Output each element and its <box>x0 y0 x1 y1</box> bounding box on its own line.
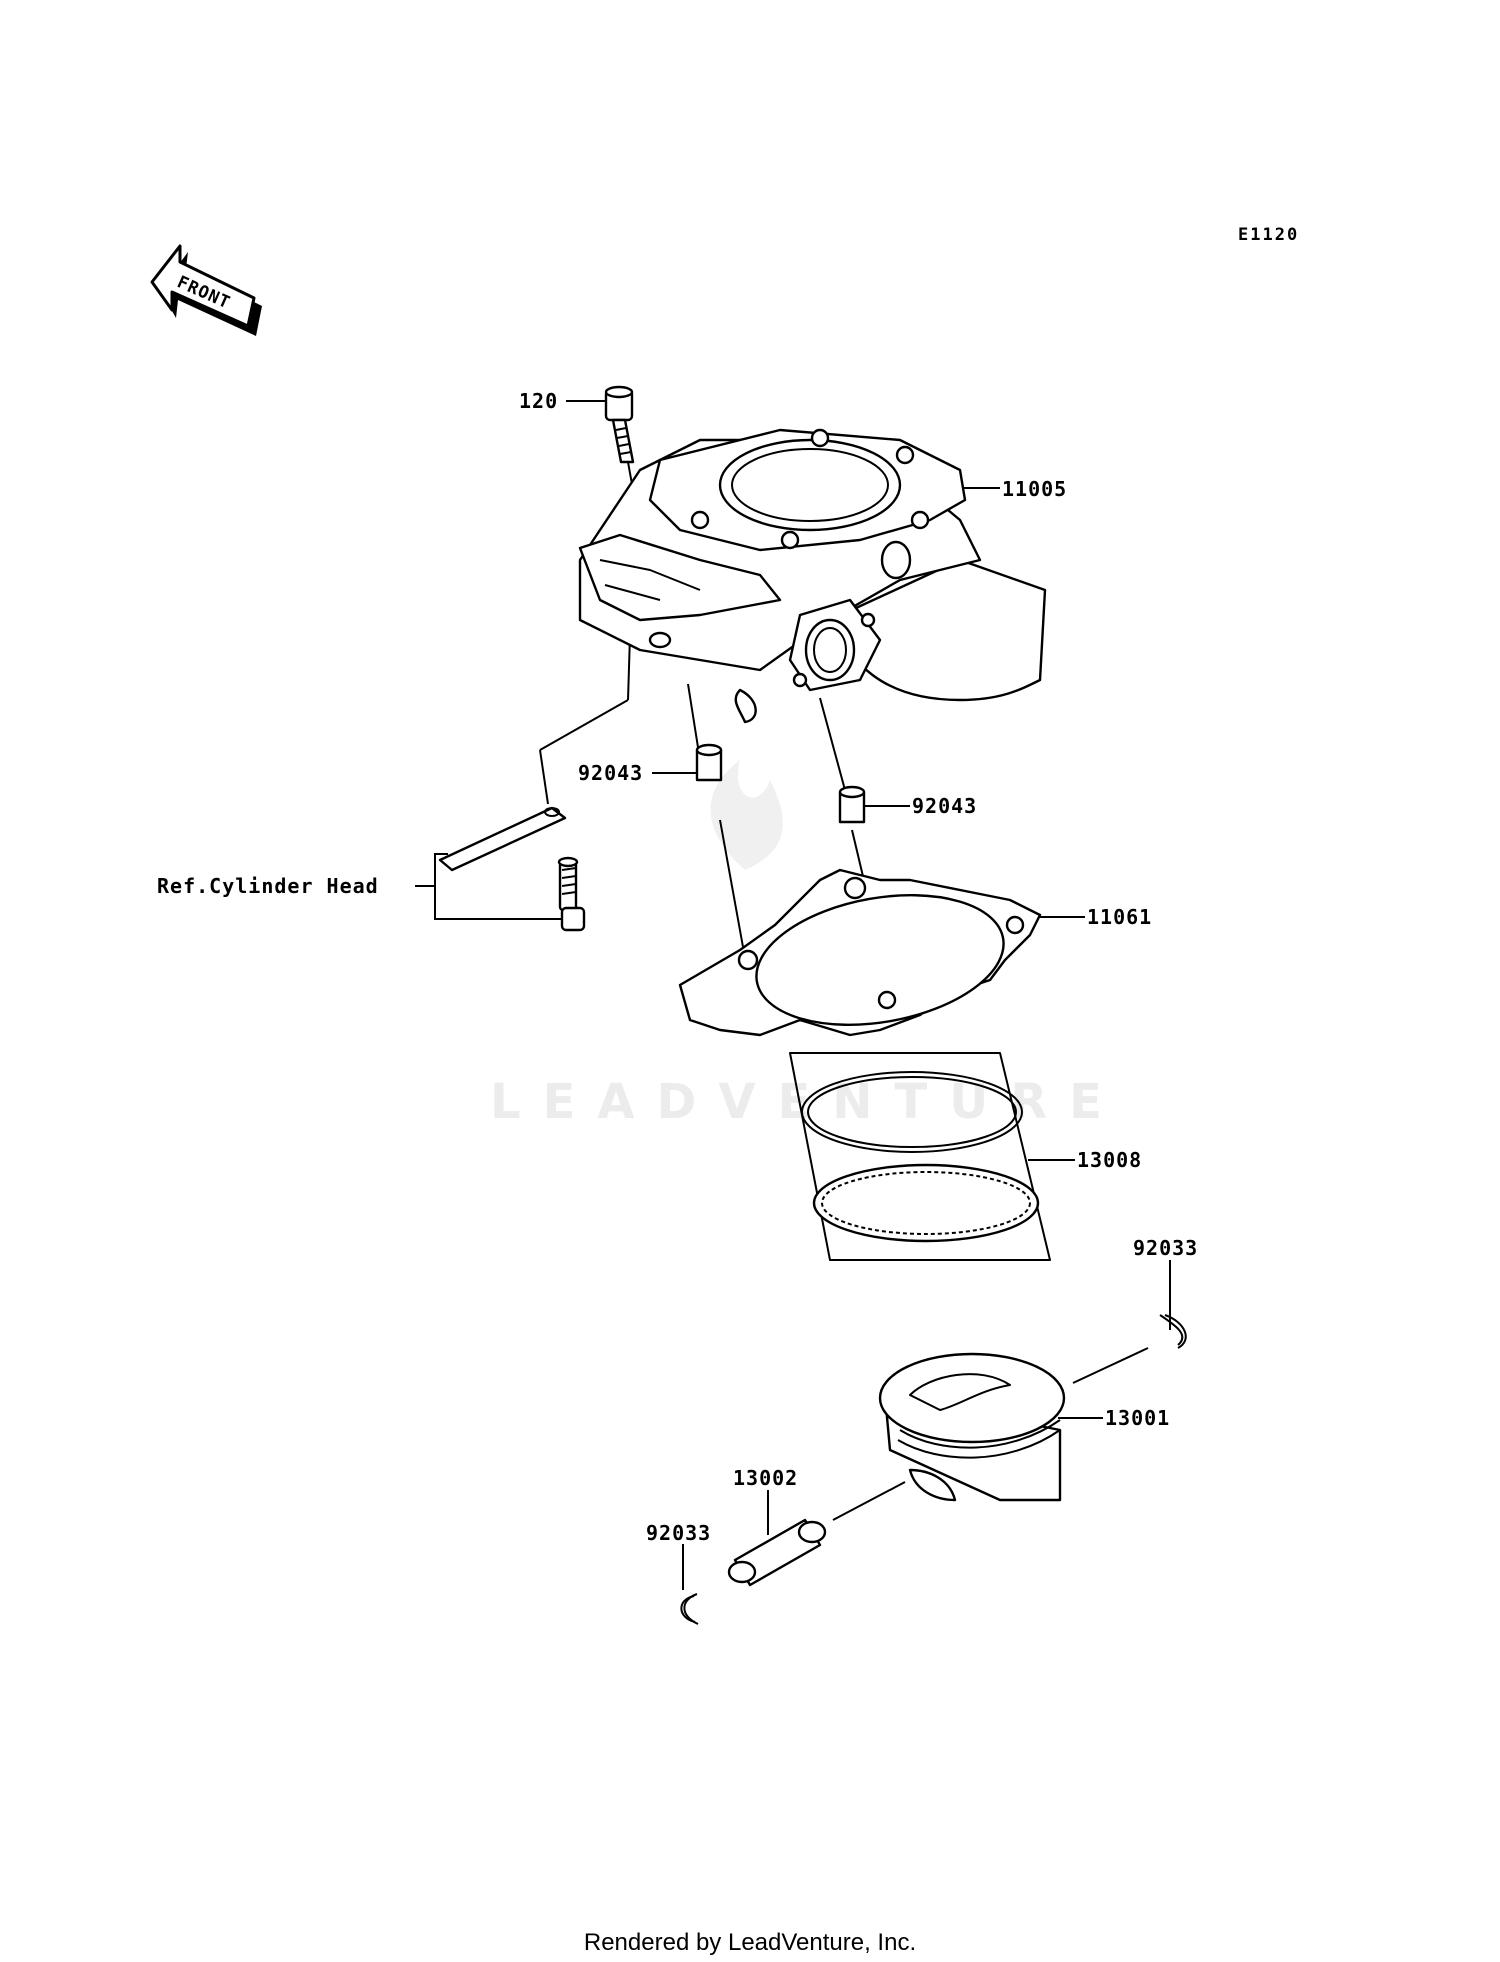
callout-gasket: 11061 <box>1087 905 1152 929</box>
piston-13001 <box>878 1352 1066 1502</box>
piston-pin-13002 <box>727 1518 827 1587</box>
callout-ring-set: 13008 <box>1077 1148 1142 1172</box>
front-arrow-icon: FRONT <box>150 244 262 336</box>
callout-dowel-left: 92043 <box>578 761 643 785</box>
clip-92033-left <box>680 1593 699 1625</box>
callout-clip-right: 92033 <box>1133 1236 1198 1260</box>
dowel-92043-right <box>838 785 866 824</box>
watermark-text: LEADVENTURE <box>490 1074 1124 1130</box>
callout-piston: 13001 <box>1105 1406 1170 1430</box>
bolt-120 <box>604 385 635 464</box>
clip-92033-right <box>1159 1314 1187 1349</box>
diagram-code: E1120 <box>1238 225 1299 245</box>
callout-cylinder: 11005 <box>1002 477 1067 501</box>
callout-bolt: 120 <box>519 389 558 413</box>
ref-cylinder-head-parts <box>438 806 586 932</box>
callout-dowel-right: 92043 <box>912 794 977 818</box>
footer-credit: Rendered by LeadVenture, Inc. <box>584 1929 916 1956</box>
ring-set-13008 <box>789 1052 1051 1261</box>
gasket-11061 <box>678 868 1042 1037</box>
cylinder-11005 <box>578 428 1047 724</box>
callout-clip-left: 92033 <box>646 1521 711 1545</box>
callout-pin: 13002 <box>733 1466 798 1490</box>
callout-ref-cylinder-head: Ref.Cylinder Head <box>157 874 379 898</box>
dowel-92043-left <box>695 743 723 782</box>
